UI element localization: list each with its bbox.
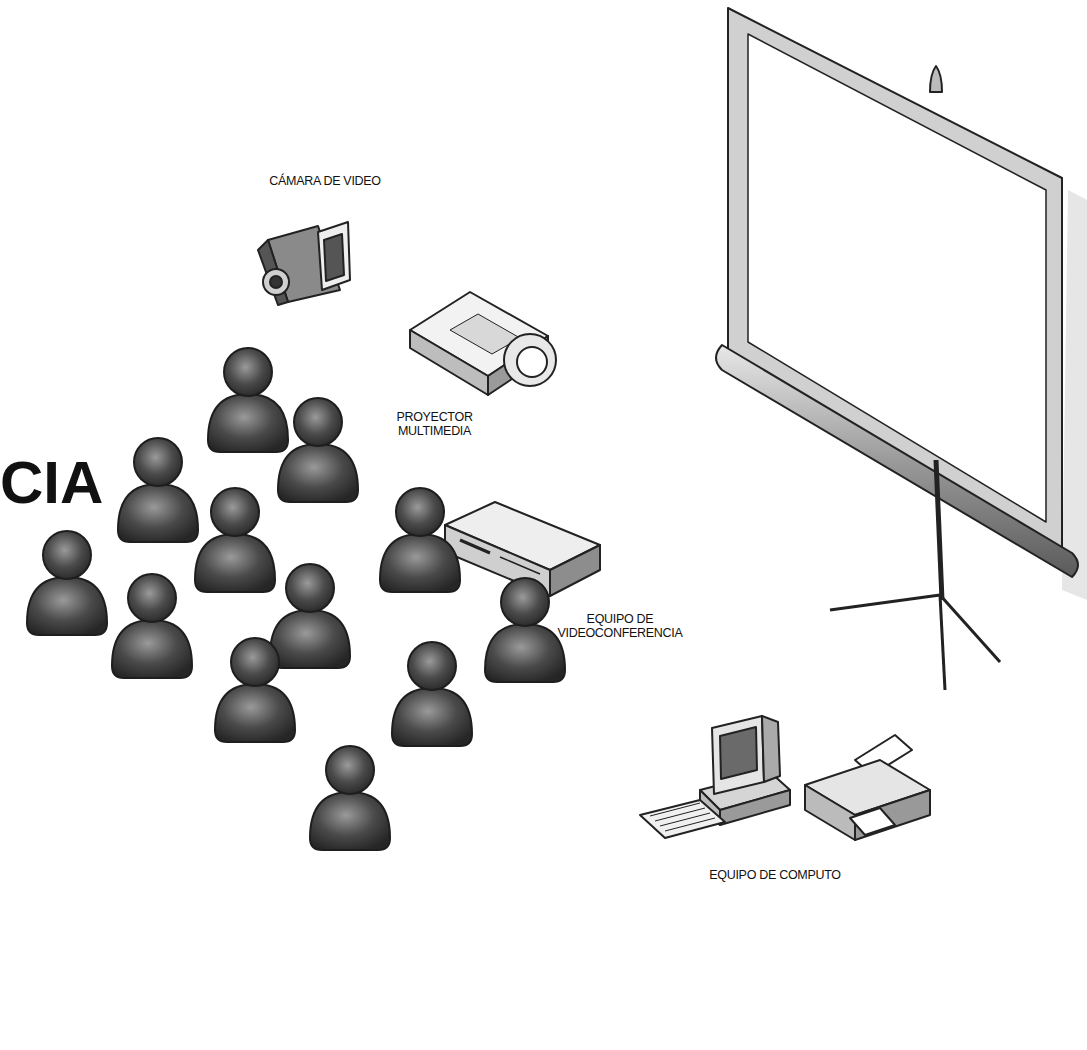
multimedia-projector: [410, 292, 556, 395]
equipment-label: CÁMARA DE VIDEO: [225, 174, 425, 188]
equipment-label: EQUIPO DE COMPUTO: [660, 868, 890, 882]
projection-screen: [716, 8, 1087, 690]
audience: [27, 348, 565, 850]
equipment-label: EQUIPO DE VIDEOCONFERENCIA: [540, 612, 700, 641]
diagram-title: CIA: [0, 448, 160, 517]
computer: [640, 716, 790, 838]
video-camera: [258, 222, 350, 305]
equipment-label: PROYECTOR MULTIMEDIA: [372, 410, 497, 439]
printer: [805, 735, 930, 840]
